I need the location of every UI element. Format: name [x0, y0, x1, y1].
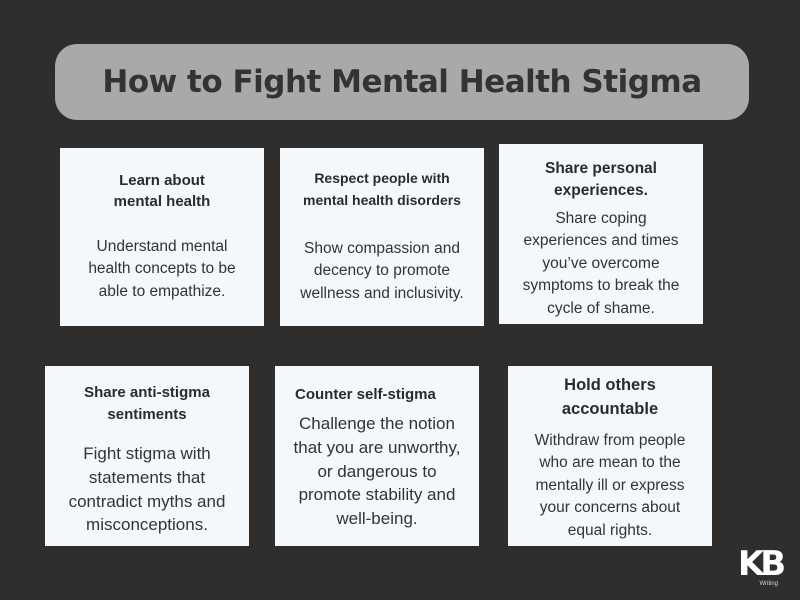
tip-card-respect: Respect people with mental health disord… [280, 148, 484, 326]
title-banner: How to Fight Mental Health Stigma [55, 44, 749, 120]
tip-card-accountable: Hold others accountable Withdraw from pe… [508, 366, 712, 546]
tip-card-anti-stigma: Share anti-stigma sentiments Fight stigm… [45, 366, 249, 546]
card-body: Understand mental health concepts to be … [88, 238, 236, 300]
card-heading: Hold others accountable [561, 376, 659, 418]
card-heading: Respect people with mental health disord… [303, 170, 461, 208]
card-heading: Share anti-stigma sentiments [84, 384, 210, 423]
brand-logo: KB Writing [734, 545, 786, 595]
card-heading: Share personal experiences. [545, 160, 657, 199]
tip-card-self-stigma: Counter self-stigma Challenge the notion… [275, 366, 479, 546]
card-body: Fight stigma with statements that contra… [68, 444, 226, 535]
tip-card-share-experiences: Share personal experiences. Share coping… [499, 144, 703, 324]
logo-mark: KB [737, 544, 786, 584]
card-body: Withdraw from people who are mean to the… [534, 432, 686, 539]
page-title: How to Fight Mental Health Stigma [102, 64, 702, 100]
card-body: Show compassion and decency to promote w… [300, 240, 464, 302]
card-body: Challenge the notion that you are unwort… [293, 414, 461, 529]
card-heading: Learn about mental health [113, 172, 211, 210]
tip-card-learn: Learn about mental health Understand men… [60, 148, 264, 326]
card-body: Share coping experiences and times you’v… [522, 210, 680, 317]
logo-subtext: Writing [759, 581, 778, 587]
card-heading: Counter self-stigma [295, 386, 436, 403]
